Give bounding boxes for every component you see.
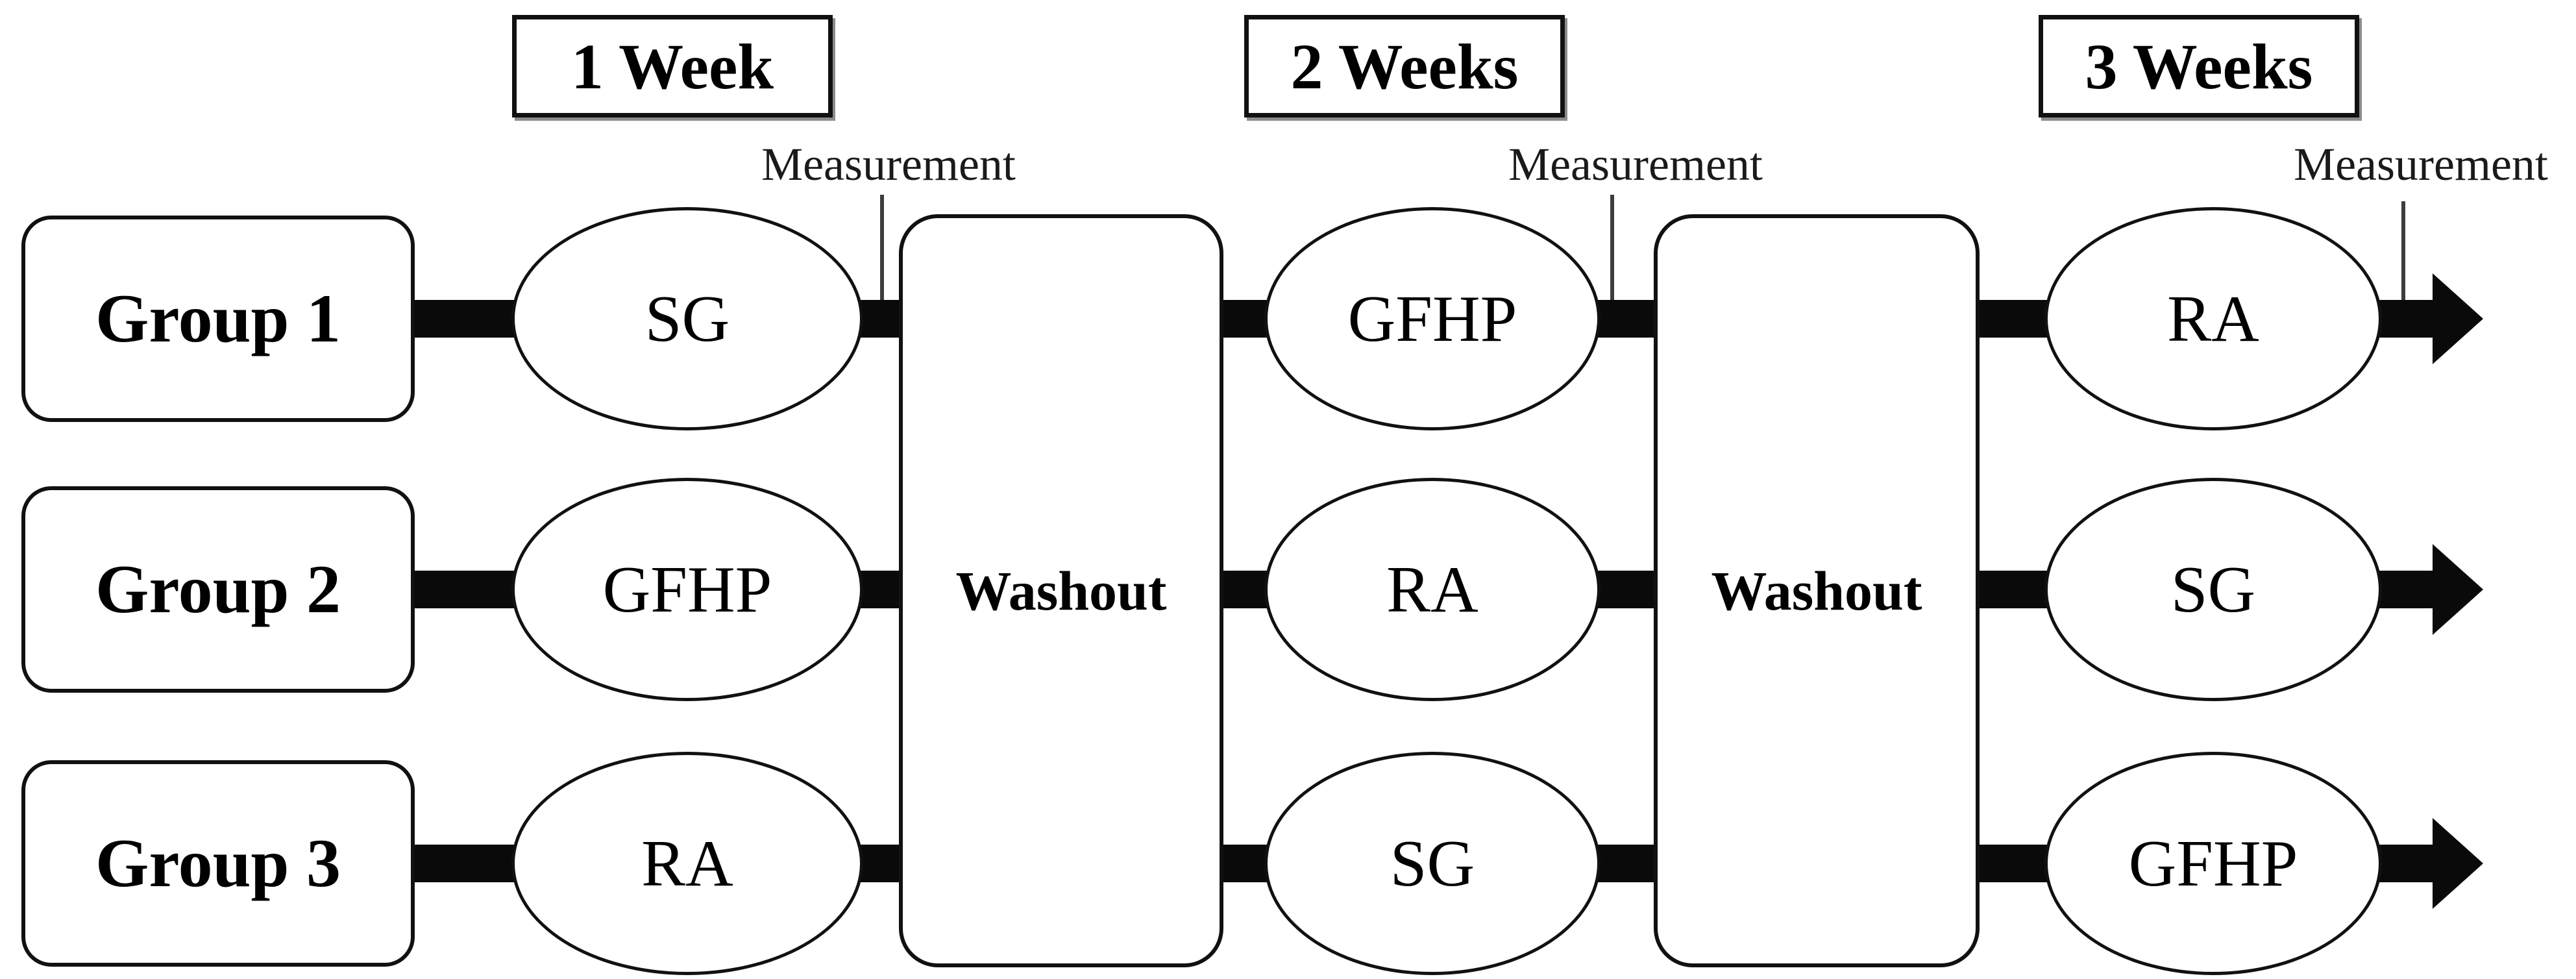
group2-treatment3-ellipse: SG	[2044, 478, 2382, 701]
washout-box-2: Washout	[1654, 214, 1980, 967]
measurement-pointer-line-3	[2401, 201, 2405, 300]
group1-treatment3-ellipse: RA	[2044, 207, 2382, 430]
group2-box: Group 2	[21, 486, 415, 693]
period-header-week1: 1 Week	[512, 15, 833, 118]
group1-treatment2-ellipse: GFHP	[1264, 207, 1601, 430]
arrowhead-icon-group2	[2433, 544, 2483, 635]
arrowhead-icon-group1	[2433, 273, 2483, 364]
measurement-pointer-line-1	[880, 195, 884, 304]
group1-box: Group 1	[21, 216, 415, 422]
period-header-week2: 2 Weeks	[1244, 15, 1565, 118]
measurement-pointer-line-2	[1610, 195, 1614, 304]
group3-treatment3-ellipse: GFHP	[2044, 752, 2382, 975]
arrowhead-icon-group3	[2433, 818, 2483, 909]
group3-treatment2-ellipse: SG	[1264, 752, 1601, 975]
group2-treatment1-ellipse: GFHP	[511, 478, 863, 701]
measurement-label-2: Measurement	[1508, 138, 1763, 190]
washout-box-1: Washout	[899, 214, 1223, 967]
group1-treatment1-ellipse: SG	[511, 207, 863, 430]
group2-treatment2-ellipse: RA	[1264, 478, 1601, 701]
measurement-label-3: Measurement	[2294, 138, 2548, 190]
group3-box: Group 3	[21, 760, 415, 967]
group3-treatment1-ellipse: RA	[511, 752, 863, 975]
period-header-week3: 3 Weeks	[2039, 15, 2359, 118]
measurement-label-1: Measurement	[761, 138, 1016, 190]
